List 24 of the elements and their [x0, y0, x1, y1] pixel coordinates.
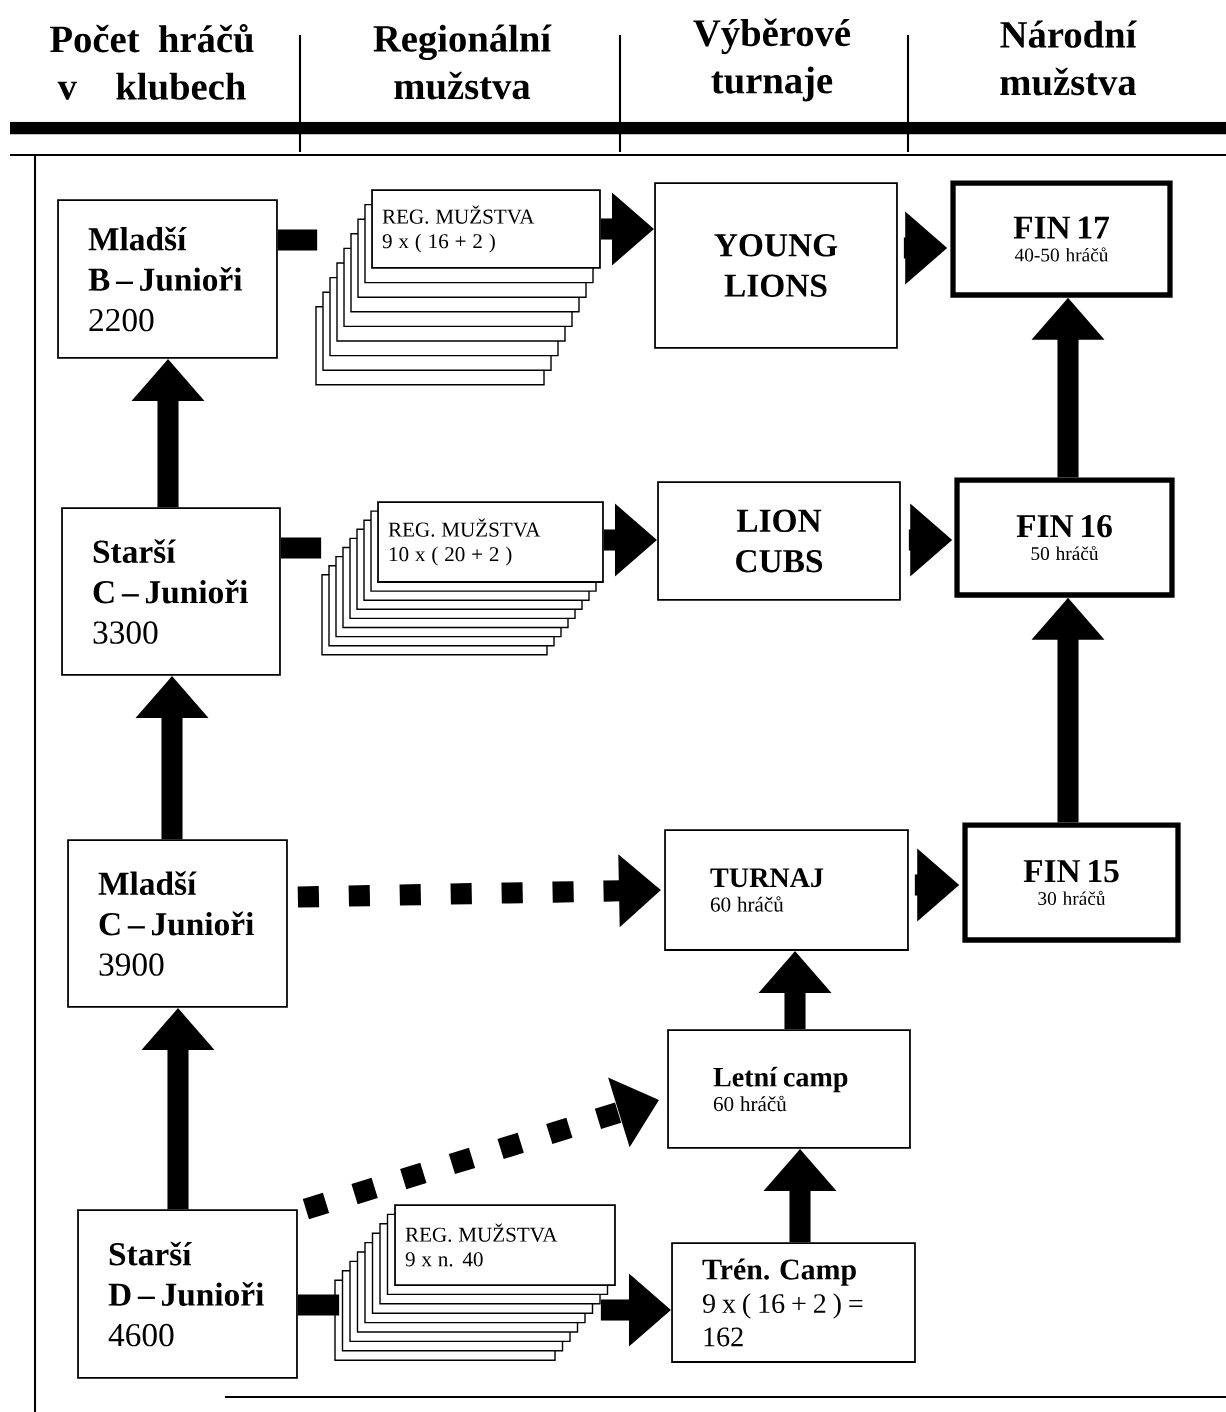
player-count-box: Starší C – Junioři 3300	[61, 507, 281, 676]
tournament-box: YOUNG LIONS	[654, 182, 898, 349]
stacked-team-cards: REG. MUŽSTVA 9 x ( 16 + 2 )	[315, 189, 601, 386]
national-team-box: FIN 16 50 hráčů	[954, 477, 1175, 598]
stacked-team-cards: REG. MUŽSTVA 10 x ( 20 + 2 )	[321, 501, 604, 656]
tournament-box: Letní camp 60 hráčů	[667, 1029, 911, 1149]
national-team-box: FIN 17 40-50 hráčů	[950, 180, 1173, 298]
tournament-box: TURNAJ 60 hráčů	[664, 829, 909, 951]
national-team-box: FIN 15 30 hráčů	[962, 822, 1181, 943]
camp-box: Trén. Camp 9 x ( 16 + 2 ) = 162	[671, 1242, 916, 1363]
column-header: Regionální mužstva	[373, 24, 552, 100]
tournament-box: LION CUBS	[657, 481, 901, 601]
player-count-box: Starší D – Junioři 4600	[77, 1209, 298, 1379]
connector-bar	[297, 1294, 340, 1316]
connector-bar	[277, 229, 318, 251]
player-count-box: Mladší B – Junioři 2200	[57, 199, 278, 359]
node-label: REG. MUŽSTVA	[405, 1223, 558, 1242]
connector-bar	[280, 537, 322, 559]
stacked-team-cards: REG. MUŽSTVA 9 x n. 40	[334, 1204, 616, 1361]
column-header: Počet hráčů v klubech	[50, 24, 254, 100]
column-header: Výběrové turnaje	[693, 18, 851, 102]
column-header: Národní mužstva	[1000, 20, 1137, 96]
player-count-box: Mladší C – Junioři 3900	[67, 839, 288, 1008]
node-label: REG. MUŽSTVA	[388, 518, 541, 537]
